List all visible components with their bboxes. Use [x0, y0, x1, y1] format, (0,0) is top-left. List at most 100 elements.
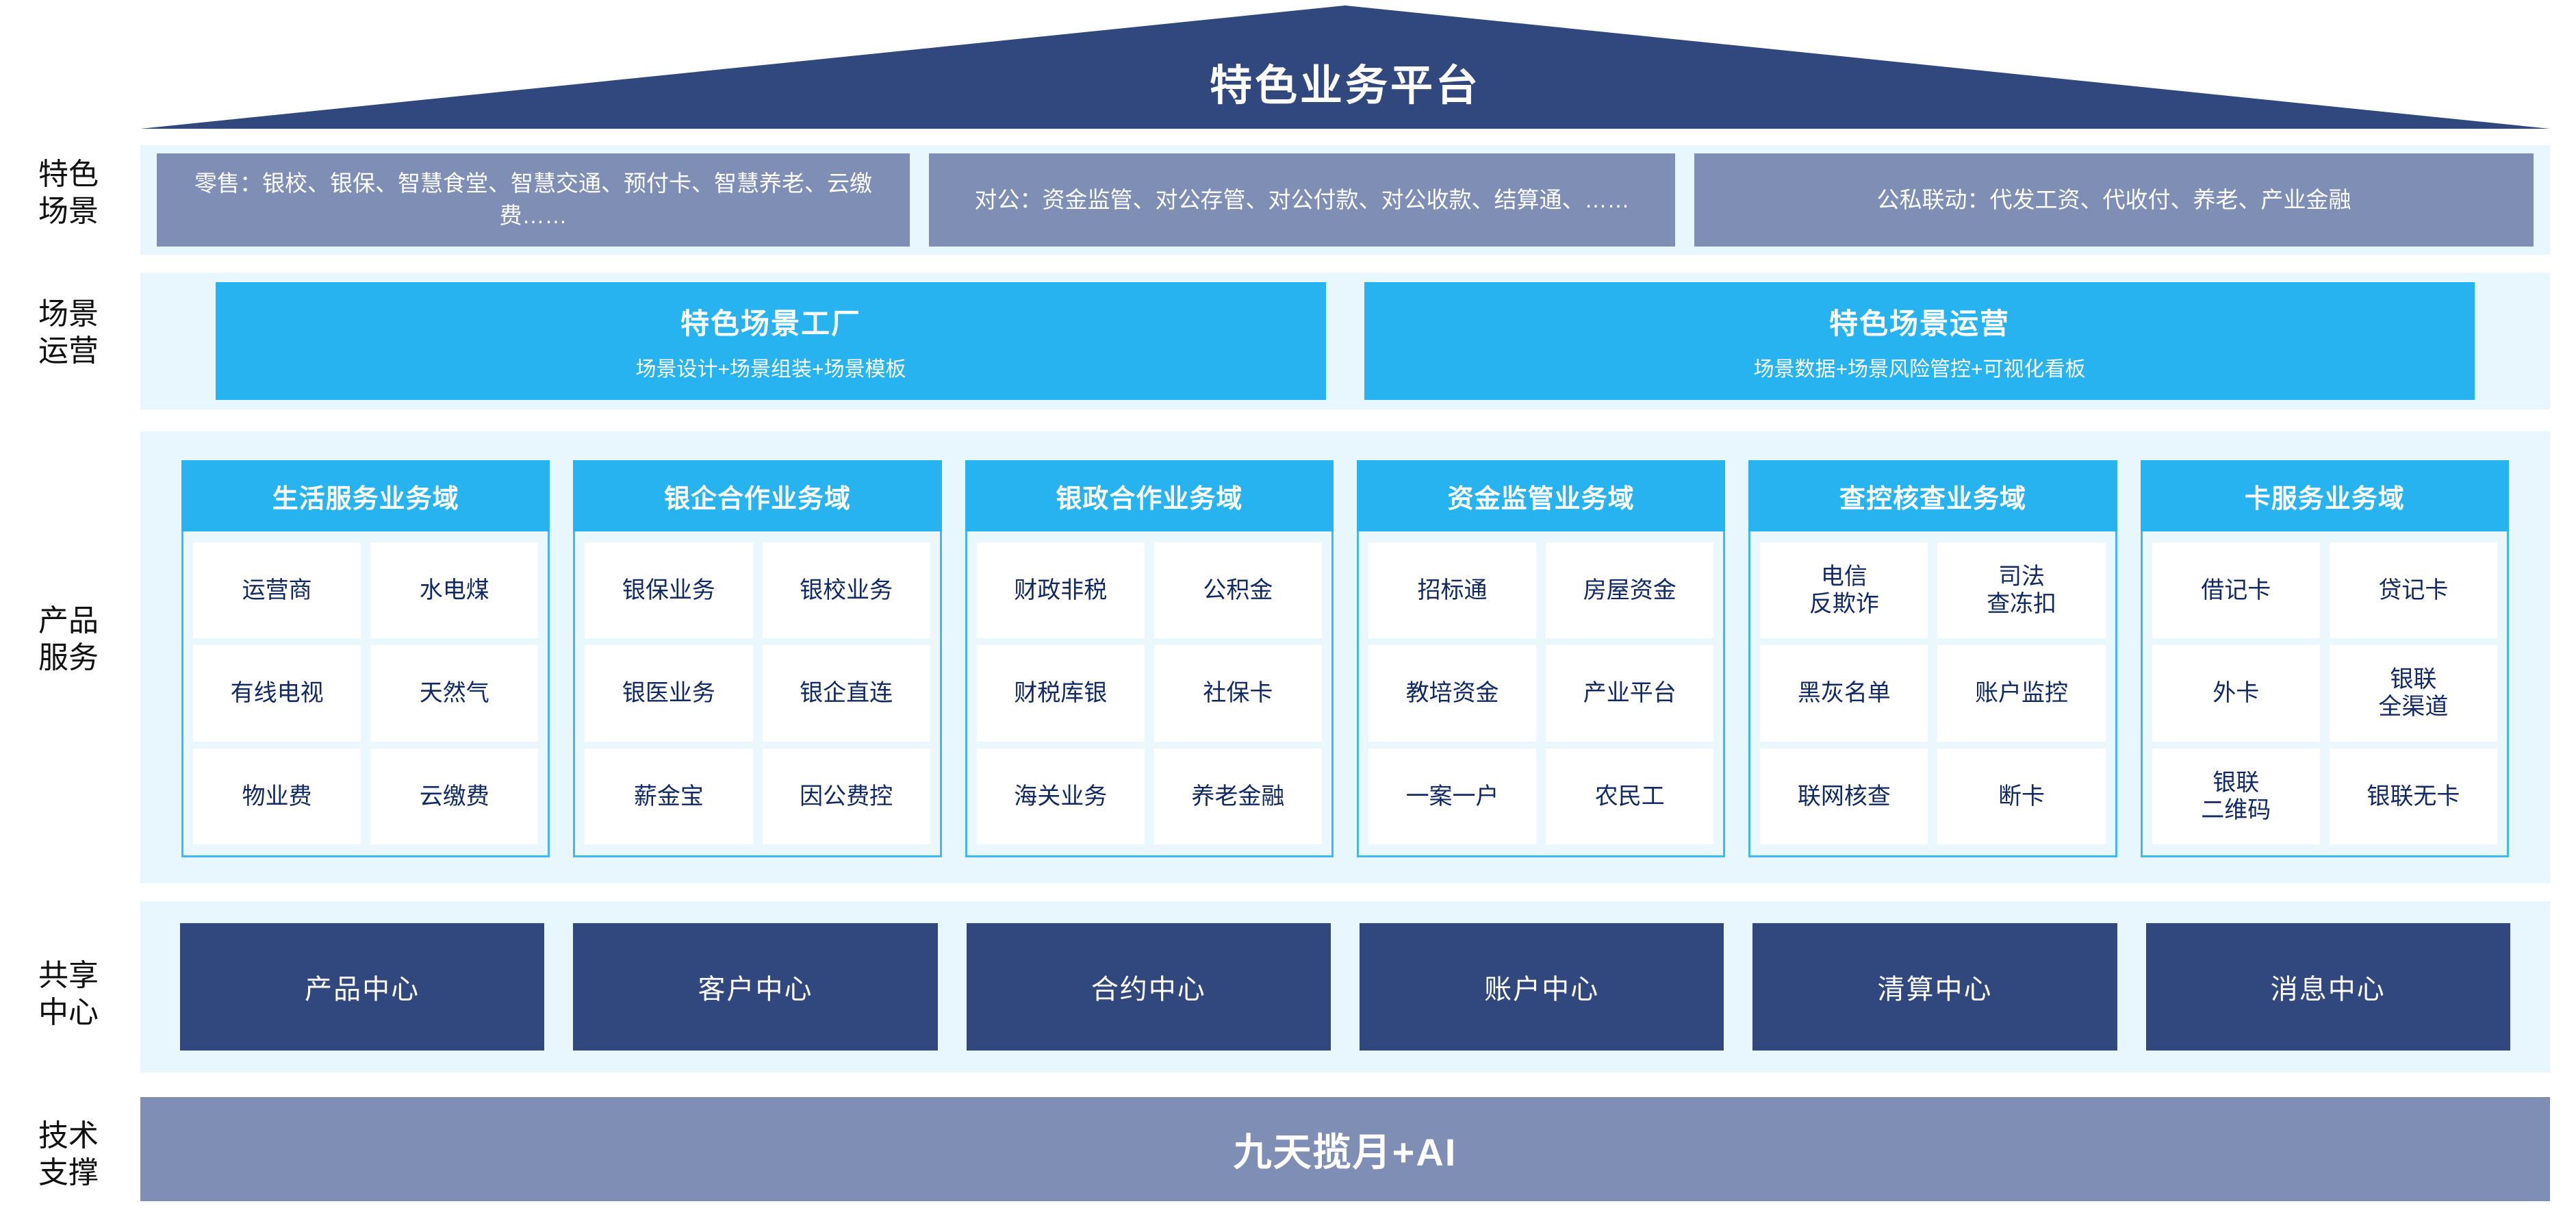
domain-item-cell[interactable]: 物业费 [193, 748, 361, 844]
operation-box-scene-factory-sub: 场景设计+场景组装+场景模板 [635, 357, 906, 381]
domain-item-cell[interactable]: 农民工 [1546, 748, 1714, 844]
operation-box-scene-operation-title: 特色场景运营 [1828, 307, 2010, 340]
domain-title[interactable]: 银政合作业务域 [965, 460, 1334, 531]
domain-item-cell[interactable]: 司法 查冻扣 [1937, 542, 2106, 639]
domain-item-cell[interactable]: 天然气 [370, 645, 539, 742]
domain-item-cell[interactable]: 银联 全渠道 [2329, 645, 2497, 742]
domain-item-grid: 借记卡贷记卡外卡银联 全渠道银联 二维码银联无卡 [2140, 531, 2509, 857]
share-center-group: 产品中心客户中心合约中心账户中心清算中心消息中心 [140, 923, 2550, 1051]
domain-item-cell[interactable]: 电信 反欺诈 [1760, 542, 1928, 639]
domain-item-row: 有线电视天然气 [193, 645, 539, 742]
domain-item-cell[interactable]: 海关业务 [976, 748, 1145, 844]
domain-column: 查控核查业务域电信 反欺诈司法 查冻扣黑灰名单账户监控联网核查断卡 [1748, 460, 2117, 857]
domain-item-row: 银医业务银企直连 [585, 645, 930, 742]
share-center-box[interactable]: 产品中心 [180, 923, 545, 1051]
domain-item-row: 外卡银联 全渠道 [2152, 645, 2497, 742]
domain-item-row: 运营商水电煤 [193, 542, 539, 639]
domain-item-cell[interactable]: 黑灰名单 [1760, 645, 1928, 742]
domain-item-cell[interactable]: 产业平台 [1546, 645, 1714, 742]
domain-item-grid: 银保业务银校业务银医业务银企直连薪金宝因公费控 [573, 531, 942, 857]
domain-item-cell[interactable]: 银保业务 [585, 542, 753, 639]
row-label-share: 共享 中心 [38, 959, 99, 1029]
scene-box-group: 零售：银校、银保、智慧食堂、智慧交通、预付卡、智慧养老、云缴费…… 对公：资金监… [140, 153, 2550, 247]
domain-item-cell[interactable]: 公积金 [1153, 542, 1322, 639]
tech-support-bar[interactable]: 九天揽月+AI [140, 1097, 2550, 1201]
domain-item-cell[interactable]: 房屋资金 [1546, 542, 1714, 639]
domain-item-cell[interactable]: 银校业务 [762, 542, 930, 639]
share-center-box[interactable]: 账户中心 [1359, 923, 1724, 1051]
domain-item-cell[interactable]: 养老金融 [1153, 748, 1322, 844]
domain-item-row: 银联 二维码银联无卡 [2152, 748, 2497, 844]
row-label-product: 产品 服务 [38, 604, 99, 675]
platform-title: 特色业务平台 [140, 5, 2550, 129]
domain-item-cell[interactable]: 社保卡 [1153, 645, 1322, 742]
domain-column: 银企合作业务域银保业务银校业务银医业务银企直连薪金宝因公费控 [573, 460, 942, 857]
domain-item-row: 电信 反欺诈司法 查冻扣 [1760, 542, 2106, 639]
domain-item-cell[interactable]: 财政非税 [976, 542, 1145, 639]
domain-item-cell[interactable]: 银医业务 [585, 645, 753, 742]
domain-item-row: 海关业务养老金融 [976, 748, 1322, 844]
domain-item-row: 招标通房屋资金 [1368, 542, 1714, 639]
domain-item-row: 黑灰名单账户监控 [1760, 645, 2106, 742]
domain-item-row: 物业费云缴费 [193, 748, 539, 844]
operation-box-scene-operation[interactable]: 特色场景运营 场景数据+场景风险管控+可视化看板 [1364, 282, 2475, 400]
domain-item-row: 一案一户农民工 [1368, 748, 1714, 844]
domain-title[interactable]: 银企合作业务域 [573, 460, 942, 531]
domain-item-cell[interactable]: 借记卡 [2152, 542, 2320, 639]
domain-title[interactable]: 生活服务业务域 [181, 460, 550, 531]
operation-box-scene-operation-sub: 场景数据+场景风险管控+可视化看板 [1753, 357, 2086, 381]
scene-box-retail[interactable]: 零售：银校、银保、智慧食堂、智慧交通、预付卡、智慧养老、云缴费…… [157, 153, 910, 247]
domain-title[interactable]: 卡服务业务域 [2140, 460, 2509, 531]
scene-box-public-private-text: 公私联动：代发工资、代收付、养老、产业金融 [1876, 186, 2351, 212]
domain-item-cell[interactable]: 银企直连 [762, 645, 930, 742]
domain-item-cell[interactable]: 一案一户 [1368, 748, 1537, 844]
share-center-box[interactable]: 客户中心 [573, 923, 938, 1051]
share-center-box[interactable]: 合约中心 [966, 923, 1331, 1051]
platform-title-text: 特色业务平台 [1209, 62, 1481, 110]
domain-item-cell[interactable]: 有线电视 [193, 645, 361, 742]
domain-item-grid: 招标通房屋资金教培资金产业平台一案一户农民工 [1356, 531, 1726, 857]
domain-item-cell[interactable]: 教培资金 [1368, 645, 1537, 742]
domain-item-cell[interactable]: 银联无卡 [2329, 748, 2497, 844]
domain-item-row: 薪金宝因公费控 [585, 748, 930, 844]
domain-item-grid: 财政非税公积金财税库银社保卡海关业务养老金融 [965, 531, 1334, 857]
scene-box-retail-text: 零售：银校、银保、智慧食堂、智慧交通、预付卡、智慧养老、云缴费…… [194, 171, 872, 228]
domain-item-cell[interactable]: 贷记卡 [2329, 542, 2497, 639]
tech-support-label: 九天揽月+AI [1233, 1130, 1457, 1174]
domain-item-cell[interactable]: 水电煤 [370, 542, 539, 639]
domain-column: 银政合作业务域财政非税公积金财税库银社保卡海关业务养老金融 [965, 460, 1334, 857]
domain-item-cell[interactable]: 因公费控 [762, 748, 930, 844]
share-center-box[interactable]: 消息中心 [2145, 923, 2510, 1051]
domain-item-cell[interactable]: 断卡 [1937, 748, 2106, 844]
domain-title[interactable]: 资金监管业务域 [1356, 460, 1726, 531]
operation-box-group: 特色场景工厂 场景设计+场景组装+场景模板 特色场景运营 场景数据+场景风险管控… [140, 282, 2550, 400]
domain-item-cell[interactable]: 招标通 [1368, 542, 1537, 639]
domain-column: 生活服务业务域运营商水电煤有线电视天然气物业费云缴费 [181, 460, 550, 857]
domain-item-row: 财税库银社保卡 [976, 645, 1322, 742]
domain-item-row: 教培资金产业平台 [1368, 645, 1714, 742]
domain-item-row: 银保业务银校业务 [585, 542, 930, 639]
domain-item-grid: 运营商水电煤有线电视天然气物业费云缴费 [181, 531, 550, 857]
domain-item-cell[interactable]: 银联 二维码 [2152, 748, 2320, 844]
domain-title[interactable]: 查控核查业务域 [1748, 460, 2117, 531]
domain-item-cell[interactable]: 外卡 [2152, 645, 2320, 742]
domain-item-row: 借记卡贷记卡 [2152, 542, 2497, 639]
domain-column: 资金监管业务域招标通房屋资金教培资金产业平台一案一户农民工 [1356, 460, 1726, 857]
operation-box-scene-factory-title: 特色场景工厂 [680, 307, 861, 340]
scene-box-corporate[interactable]: 对公：资金监管、对公存管、对公付款、对公收款、结算通、…… [929, 153, 1675, 247]
share-center-box[interactable]: 清算中心 [1752, 923, 2117, 1051]
scene-box-public-private[interactable]: 公私联动：代发工资、代收付、养老、产业金融 [1694, 153, 2534, 247]
scene-box-corporate-text: 对公：资金监管、对公存管、对公付款、对公收款、结算通、…… [974, 186, 1630, 212]
domain-item-cell[interactable]: 联网核查 [1760, 748, 1928, 844]
operation-box-scene-factory[interactable]: 特色场景工厂 场景设计+场景组装+场景模板 [216, 282, 1326, 400]
domain-group: 生活服务业务域运营商水电煤有线电视天然气物业费云缴费银企合作业务域银保业务银校业… [140, 460, 2550, 857]
domain-item-row: 财政非税公积金 [976, 542, 1322, 639]
domain-item-cell[interactable]: 云缴费 [370, 748, 539, 844]
domain-item-cell[interactable]: 账户监控 [1937, 645, 2106, 742]
domain-item-cell[interactable]: 财税库银 [976, 645, 1145, 742]
domain-item-cell[interactable]: 运营商 [193, 542, 361, 639]
domain-item-cell[interactable]: 薪金宝 [585, 748, 753, 844]
row-label-tech: 技术 支撑 [38, 1119, 99, 1190]
row-label-scene: 特色 场景 [38, 158, 99, 228]
